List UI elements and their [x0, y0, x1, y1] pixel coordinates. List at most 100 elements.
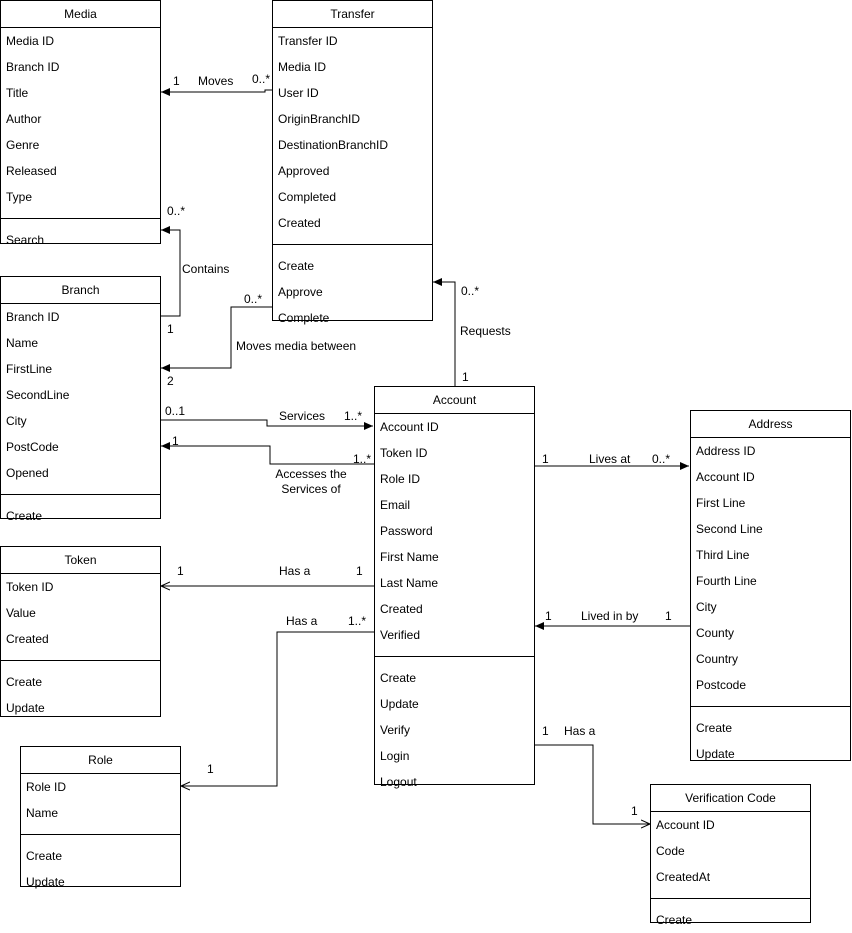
- attribute-row: Author: [6, 112, 42, 126]
- accesses-label-line2: Services of: [281, 482, 341, 496]
- method-row: Update: [696, 747, 735, 761]
- attribute-row: Role ID: [380, 472, 421, 486]
- attribute-row: Branch ID: [6, 310, 60, 324]
- lives-at-mult-account: 1: [542, 452, 549, 466]
- lived-in-by-mult-address: 1: [665, 609, 672, 623]
- section-divider: [375, 648, 534, 657]
- attribute-row: Created: [380, 602, 423, 616]
- attribute-row: Name: [6, 336, 39, 350]
- attribute-row: Last Name: [380, 576, 439, 590]
- accesses-label-line1: Accesses the: [275, 467, 347, 481]
- attribute-row: Branch ID: [6, 60, 60, 74]
- attribute-row: Opened: [6, 466, 49, 480]
- method-row: Update: [26, 875, 65, 889]
- attribute-row: City: [696, 600, 717, 614]
- edge-has-role: [181, 631, 374, 786]
- method-row: Update: [380, 697, 419, 711]
- attribute-row: Name: [26, 806, 59, 820]
- edge-services: [160, 419, 373, 430]
- services-mult-account: 1..*: [344, 409, 363, 423]
- section-divider: [273, 236, 432, 245]
- method-row: Create: [26, 849, 63, 863]
- contains-label: Contains: [182, 262, 230, 276]
- lives-at-label: Lives at: [589, 452, 631, 466]
- lived-in-by-mult-account: 1: [545, 609, 552, 623]
- section-divider: [21, 826, 180, 835]
- attribute-row: Completed: [278, 190, 337, 204]
- attribute-row: Media ID: [6, 34, 55, 48]
- section-gap: [651, 899, 810, 907]
- contains-mult-media: 0..*: [167, 204, 186, 218]
- has-role-label: Has a: [286, 614, 318, 628]
- section-gap: [375, 657, 534, 665]
- method-row: Login: [380, 749, 410, 763]
- method-row: Verify: [380, 723, 411, 737]
- attribute-row: CreatedAt: [656, 870, 711, 884]
- moves-between-mult-transfer: 0..*: [244, 292, 263, 306]
- has-role-mult-role: 1: [207, 762, 214, 776]
- section-gap: [273, 245, 432, 253]
- method-row: Approve: [278, 285, 323, 299]
- attribute-row: Token ID: [380, 446, 428, 460]
- requests-mult-account: 1: [462, 370, 469, 384]
- edge-accesses: [161, 442, 374, 465]
- attribute-row: Address ID: [696, 444, 756, 458]
- attribute-row: SecondLine: [6, 388, 70, 402]
- attribute-row: User ID: [278, 86, 319, 100]
- attribute-row: FirstLine: [6, 362, 53, 376]
- contains-mult-branch: 1: [167, 322, 174, 336]
- edge-moves-between: [161, 306, 272, 372]
- has-token-mult-account: 1: [356, 564, 363, 578]
- attribute-row: Postcode: [696, 678, 747, 692]
- method-row: Create: [656, 913, 693, 927]
- services-mult-branch: 0..1: [165, 404, 186, 418]
- method-row: Update: [6, 701, 45, 715]
- moves-between-label: Moves media between: [236, 339, 357, 353]
- attribute-row: Token ID: [6, 580, 54, 594]
- moves-mult-transfer: 0..*: [252, 72, 271, 86]
- attribute-row: Email: [380, 498, 411, 512]
- requests-label: Requests: [460, 324, 511, 338]
- attribute-row: Transfer ID: [278, 34, 338, 48]
- attribute-row: Password: [380, 524, 433, 538]
- attribute-row: Verified: [380, 628, 421, 642]
- method-row: Create: [278, 259, 315, 273]
- attribute-row: Third Line: [696, 548, 750, 562]
- attribute-row: Second Line: [696, 522, 763, 536]
- attribute-row: Type: [6, 190, 33, 204]
- attribute-row: Role ID: [26, 780, 67, 794]
- attribute-row: Account ID: [380, 420, 439, 434]
- attribute-row: Approved: [278, 164, 330, 178]
- class-title: Address: [691, 411, 850, 438]
- has-code-mult-account: 1: [542, 724, 549, 738]
- section-gap: [21, 835, 180, 843]
- attribute-row: Media ID: [278, 60, 327, 74]
- class-title: Branch: [1, 277, 160, 304]
- attribute-row: Created: [278, 216, 321, 230]
- section-divider: [1, 486, 160, 495]
- moves-between-mult-branch: 2: [167, 374, 174, 388]
- moves-mult-media: 1: [173, 74, 180, 88]
- method-row: Create: [380, 671, 417, 685]
- class-title: Account: [375, 387, 534, 414]
- has-code-label: Has a: [564, 724, 596, 738]
- method-row: Logout: [380, 775, 417, 789]
- attribute-row: Code: [656, 844, 685, 858]
- edge-has-code: [534, 744, 650, 824]
- attribute-row: Title: [6, 86, 29, 100]
- attribute-row: PostCode: [6, 440, 59, 454]
- method-row: Create: [6, 509, 43, 523]
- attribute-row: First Name: [380, 550, 439, 564]
- requests-mult-transfer: 0..*: [461, 284, 480, 298]
- section-divider: [691, 698, 850, 707]
- section-gap: [691, 707, 850, 715]
- attribute-row: Account ID: [696, 470, 755, 484]
